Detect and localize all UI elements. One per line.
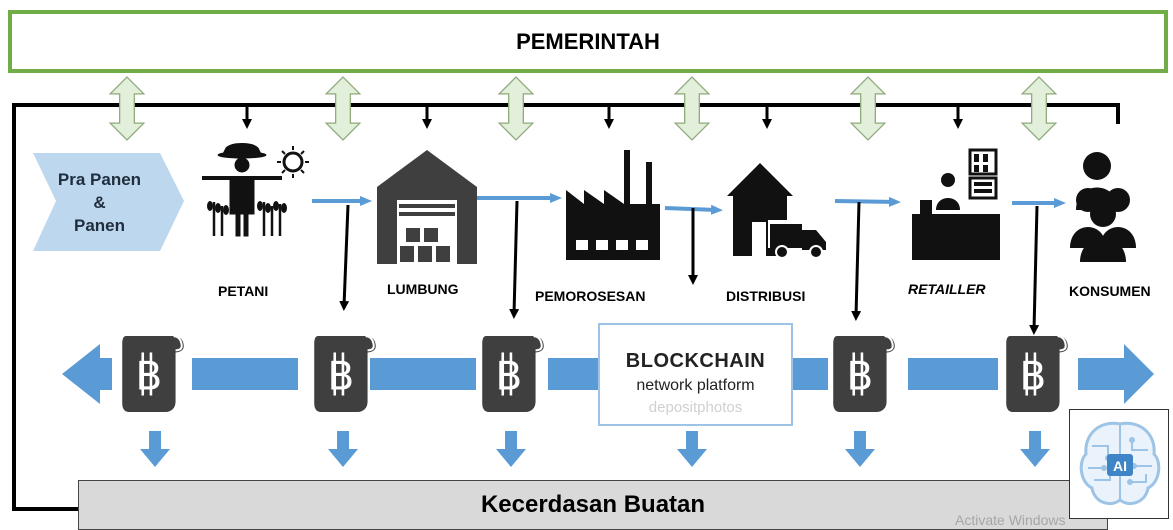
stage-label-retailler: RETAILLER	[908, 281, 986, 297]
bitcoin-icon	[312, 334, 378, 414]
top-down-arrows	[242, 105, 963, 129]
ai-bar-label: Kecerdasan Buatan	[480, 491, 706, 518]
factory-icon	[566, 150, 660, 260]
consumer-group-icon	[1070, 152, 1136, 262]
activate-windows-watermark: Activate Windows	[955, 512, 1066, 528]
government-exchange-arrows	[109, 76, 1057, 141]
ai-brain-icon: AI	[1079, 421, 1161, 505]
ai-logo: AI	[1069, 409, 1169, 519]
bitcoin-icon	[120, 334, 186, 414]
stock-watermark: depositphotos	[648, 399, 743, 416]
blockchain-title: BLOCKCHAIN	[625, 350, 766, 372]
ai-bar: Kecerdasan Buatan	[78, 480, 1108, 530]
bitcoin-icon	[1004, 334, 1070, 414]
delivery-truck-icon	[727, 163, 826, 259]
blockchain-platform-box: BLOCKCHAIN network platform depositphoto…	[598, 323, 793, 426]
bitcoin-icon	[831, 334, 897, 414]
pre-harvest-line1: Pra Panen	[57, 169, 142, 189]
warehouse-icon	[377, 150, 477, 264]
pre-harvest-stage: Pra Panen & Panen	[32, 153, 182, 251]
stage-label-petani: PETANI	[218, 283, 269, 299]
farmer-icon	[202, 143, 309, 237]
stage-label-pemorosesan: PEMOROSESAN	[535, 288, 646, 304]
blockchain-bar	[62, 344, 1154, 404]
bitcoin-icon	[480, 334, 546, 414]
blockchain-subtitle: network platform	[636, 377, 755, 394]
stage-label-konsumen: KONSUMEN	[1069, 283, 1151, 299]
government-box: PEMERINTAH	[8, 10, 1168, 73]
government-label: PEMERINTAH	[516, 28, 660, 54]
stage-label-lumbung: LUMBUNG	[387, 281, 459, 297]
pre-harvest-chevron	[33, 153, 184, 251]
retail-store-icon	[912, 148, 1000, 260]
to-ai-arrows	[140, 431, 1050, 467]
pre-harvest-line2: &	[93, 192, 106, 212]
feedback-loop-line	[12, 103, 1120, 511]
flow-arrows	[312, 193, 1066, 215]
ai-logo-text: AI	[1113, 458, 1127, 474]
stage-label-distribusi: DISTRIBUSI	[726, 288, 806, 304]
pre-harvest-line3: Panen	[73, 215, 126, 235]
to-blockchain-arrows	[339, 200, 1040, 335]
